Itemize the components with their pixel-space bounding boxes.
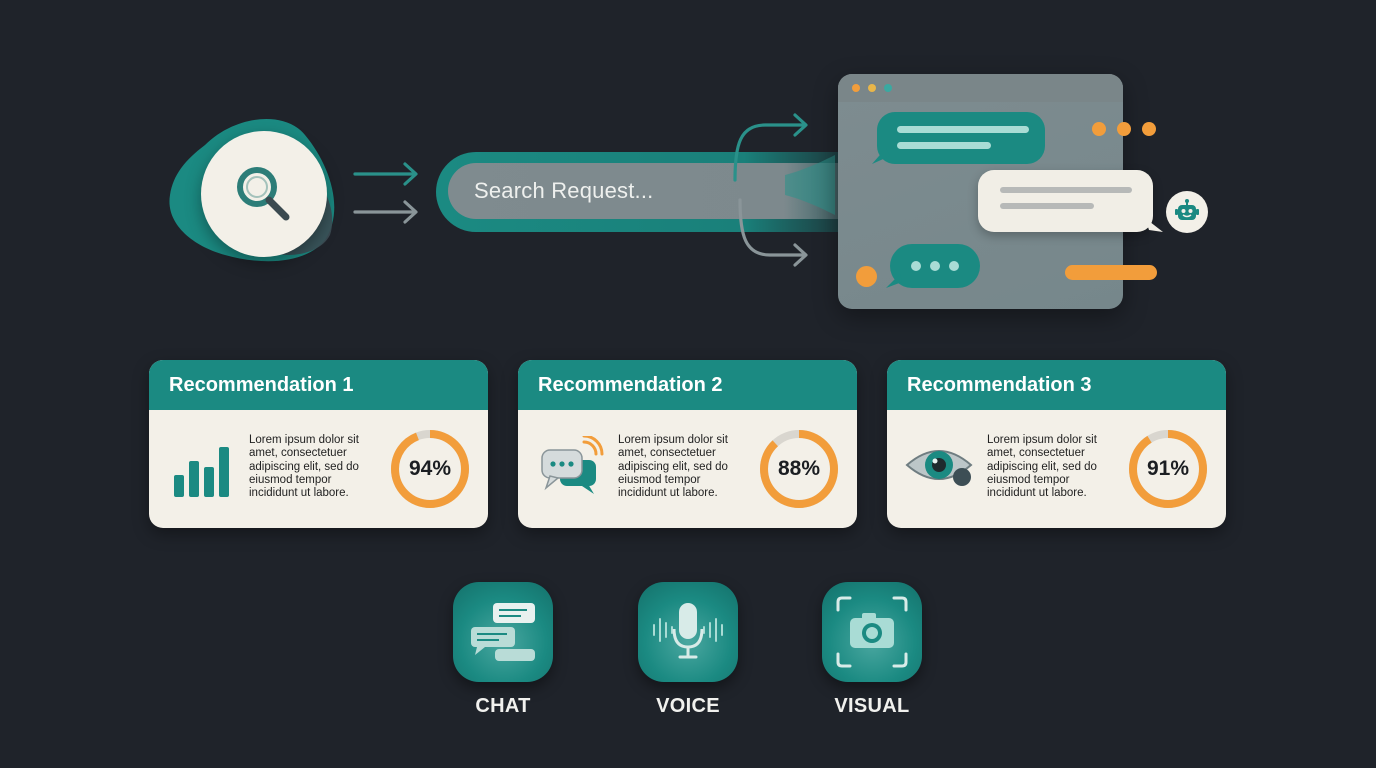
- voice-mode-button[interactable]: [638, 582, 738, 682]
- eye-icon: [905, 432, 975, 502]
- card-description: Lorem ipsum dolor sit amet, consectetuer…: [618, 434, 728, 500]
- bot-avatar: [1166, 191, 1208, 233]
- search-button[interactable]: [201, 131, 327, 257]
- typing-bubble: [890, 244, 980, 288]
- score-ring-arc: [1129, 430, 1207, 508]
- card-title: Recommendation 1: [149, 360, 488, 410]
- chat-icon: [471, 603, 535, 661]
- chat-bubble-outgoing: [978, 170, 1153, 232]
- visual-mode-label: VISUAL: [834, 695, 910, 717]
- score-ring-arc: [391, 430, 469, 508]
- microphone-icon: [653, 603, 723, 659]
- chat-window-titlebar: [838, 74, 1123, 102]
- voice-mode-label: VOICE: [656, 695, 720, 717]
- robot-icon: [1175, 199, 1199, 220]
- score-ring-arc: [760, 430, 838, 508]
- window-dot-orange: [852, 84, 860, 92]
- chat-bubbles-icon: [536, 432, 606, 502]
- card-description: Lorem ipsum dolor sit amet, consectetuer…: [249, 434, 359, 500]
- status-dot: [856, 266, 877, 287]
- recommendation-card-2[interactable]: Recommendation 2 Lorem ipsum dolor sit a…: [518, 360, 857, 528]
- chat-mode-label: CHAT: [475, 695, 531, 717]
- score-ring: [760, 430, 838, 508]
- score-label: 91%: [1146, 457, 1190, 480]
- score-ring: [391, 430, 469, 508]
- arrows-right-icon: [353, 162, 418, 224]
- window-dot-teal: [884, 84, 892, 92]
- bubble-tail: [886, 274, 902, 288]
- card-description: Lorem ipsum dolor sit amet, consectetuer…: [987, 434, 1097, 500]
- chat-mode-button[interactable]: [453, 582, 553, 682]
- card-title: Recommendation 3: [887, 360, 1226, 410]
- progress-pill: [1065, 265, 1157, 280]
- visual-mode-button[interactable]: [822, 582, 922, 682]
- score-ring: [1129, 430, 1207, 508]
- search-placeholder: Search Request...: [474, 178, 654, 203]
- window-dot-yellow: [868, 84, 876, 92]
- bubble-tail: [872, 148, 890, 164]
- typing-indicator-orange: [1092, 122, 1156, 136]
- score-label: 88%: [777, 457, 821, 480]
- bubble-tail: [1145, 218, 1163, 232]
- search-icon: [237, 167, 290, 221]
- recommendation-card-1[interactable]: Recommendation 1 Lorem ipsum dolor sit a…: [149, 360, 488, 528]
- chat-bubble-incoming: [877, 112, 1045, 164]
- recommendation-card-3[interactable]: Recommendation 3 Lorem ipsum dolor sit a…: [887, 360, 1226, 528]
- camera-icon: [836, 596, 908, 668]
- score-label: 94%: [408, 457, 452, 480]
- bar-chart-icon: [167, 432, 237, 502]
- branch-arrows-icon: [733, 113, 835, 267]
- card-title: Recommendation 2: [518, 360, 857, 410]
